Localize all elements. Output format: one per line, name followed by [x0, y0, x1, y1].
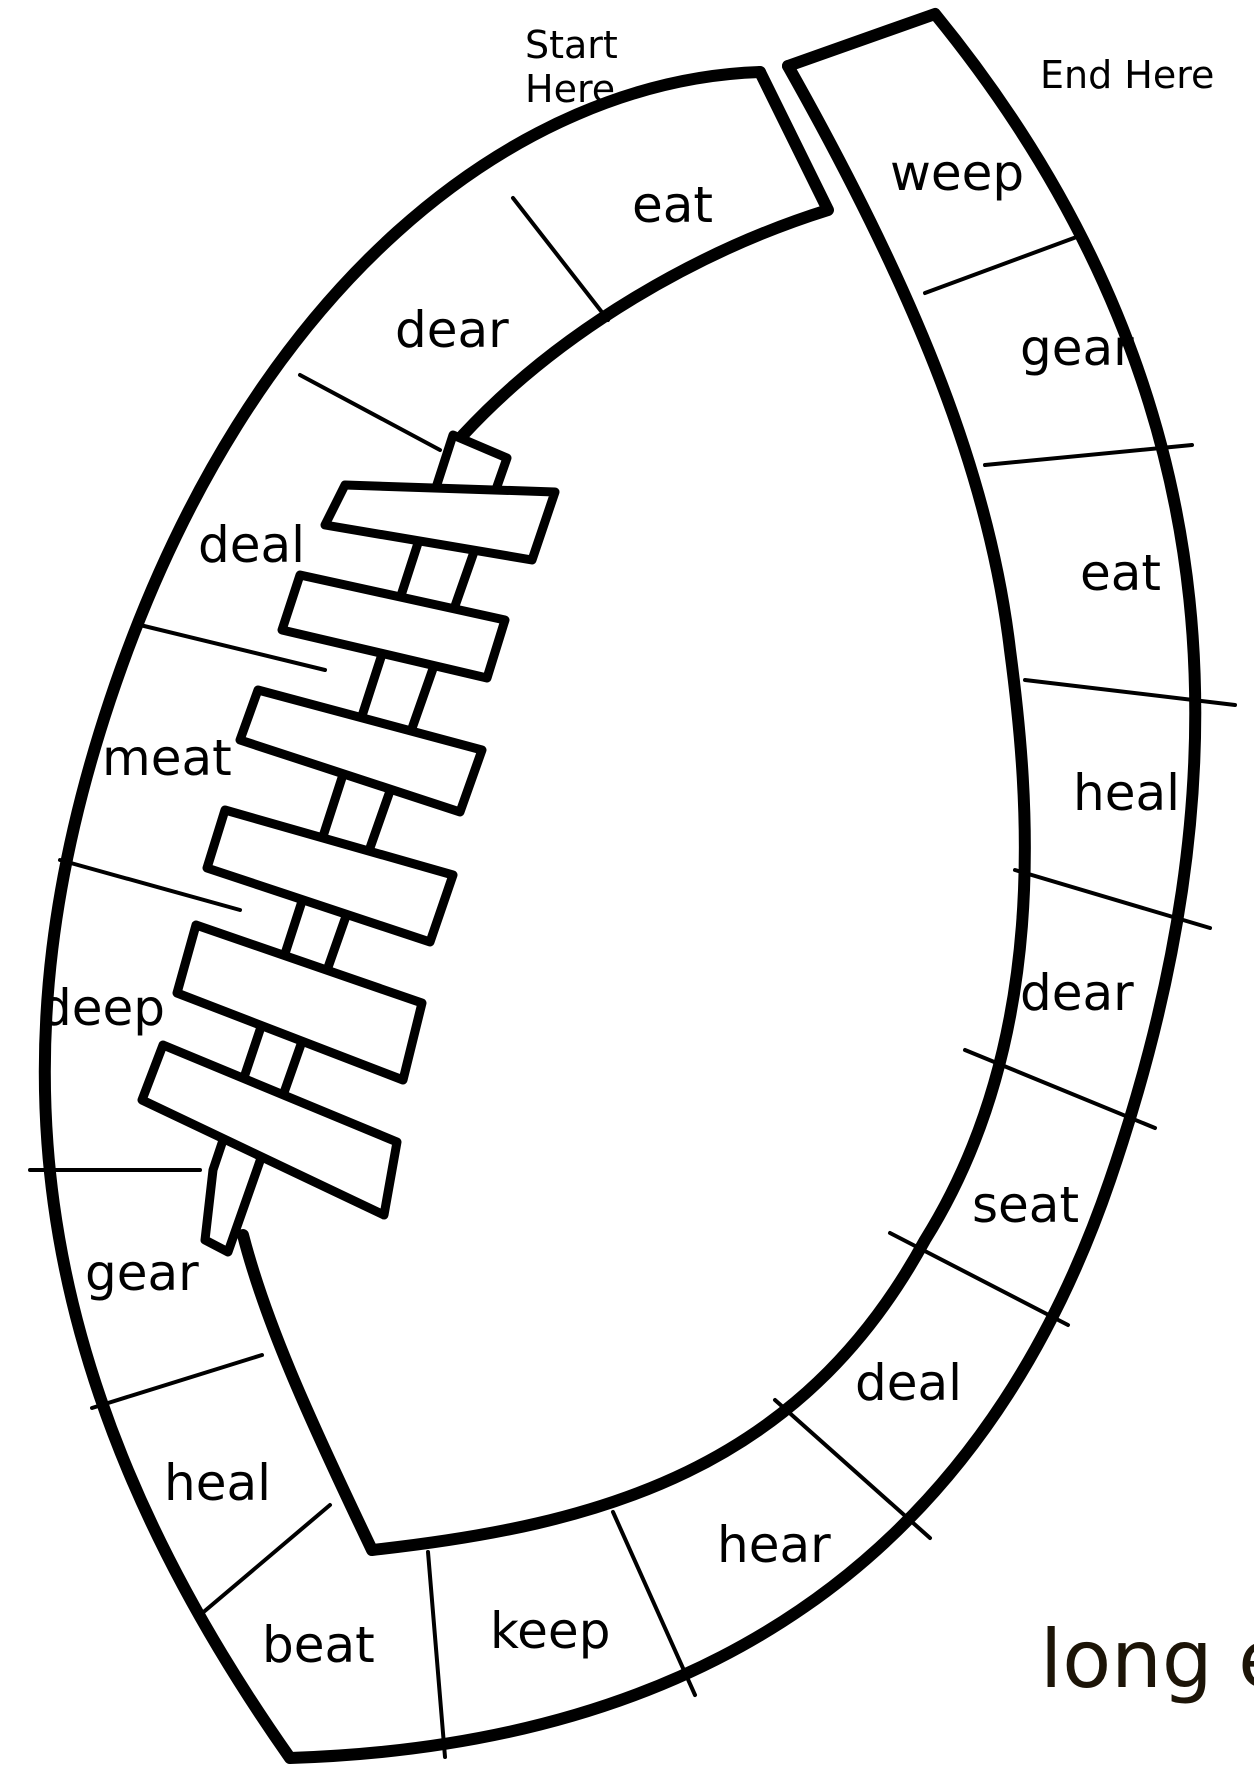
divider	[513, 198, 608, 320]
space-13[interactable]: dear	[1020, 968, 1134, 1018]
space-2[interactable]: dear	[395, 305, 509, 355]
divider	[300, 375, 440, 450]
divider	[92, 1355, 262, 1408]
start-here-label: Start Here	[525, 26, 618, 108]
start-label-line2: Here	[525, 70, 618, 108]
space-1[interactable]: eat	[632, 180, 713, 230]
laces	[142, 485, 555, 1215]
space-16[interactable]: gear	[1020, 323, 1134, 373]
space-4[interactable]: meat	[102, 733, 232, 783]
start-label-line1: Start	[525, 26, 618, 64]
divider	[428, 1552, 445, 1757]
space-8[interactable]: beat	[262, 1620, 375, 1670]
space-10[interactable]: hear	[717, 1520, 831, 1570]
title-long-e: long e	[1040, 1620, 1254, 1700]
divider	[613, 1512, 695, 1695]
divider	[1025, 680, 1235, 705]
space-5[interactable]: deep	[40, 983, 165, 1033]
space-14[interactable]: heal	[1073, 768, 1180, 818]
space-9[interactable]: keep	[490, 1606, 610, 1656]
space-7[interactable]: heal	[164, 1458, 271, 1508]
space-15[interactable]: eat	[1080, 548, 1161, 598]
space-12[interactable]: seat	[972, 1180, 1079, 1230]
space-11[interactable]: deal	[855, 1358, 962, 1408]
space-6[interactable]: gear	[85, 1248, 199, 1298]
divider	[890, 1233, 1068, 1325]
divider	[925, 235, 1082, 293]
divider	[200, 1505, 330, 1615]
space-17[interactable]: weep	[890, 148, 1024, 198]
end-here-label: End Here	[1040, 56, 1214, 94]
space-3[interactable]: deal	[198, 520, 305, 570]
